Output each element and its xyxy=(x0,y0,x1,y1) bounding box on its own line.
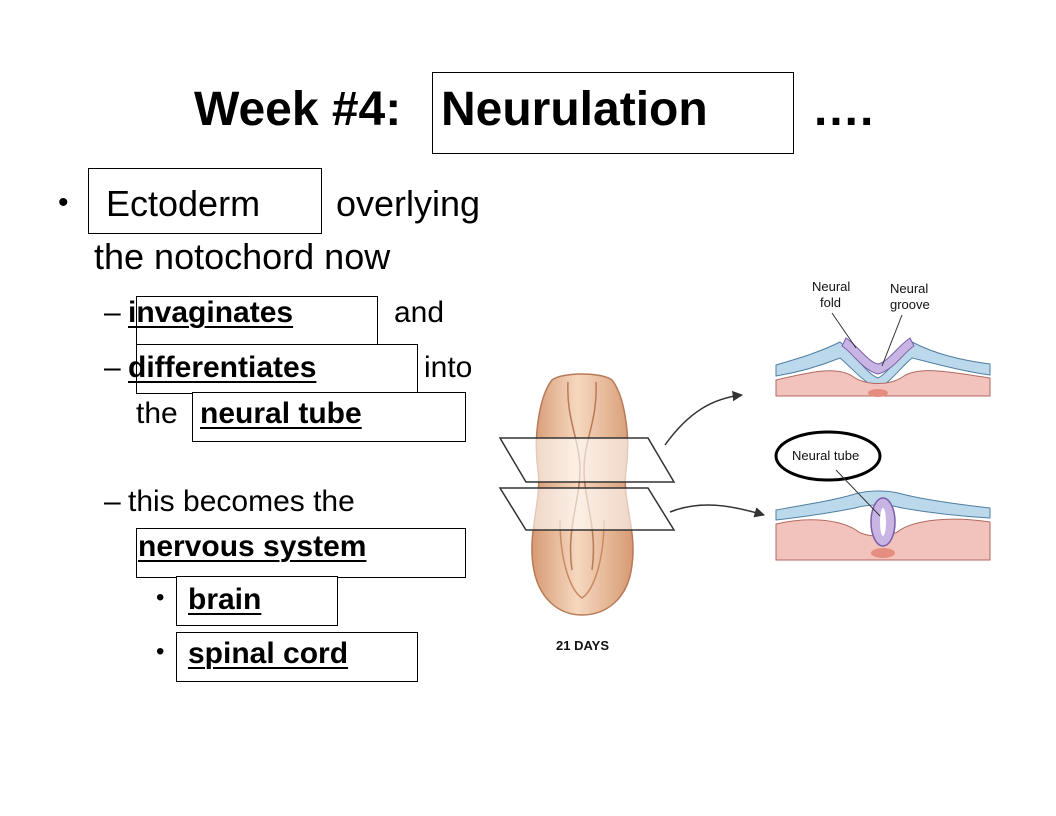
brain-box xyxy=(176,576,338,626)
sub1-rest: and xyxy=(394,296,445,329)
sub1-dash: – xyxy=(104,296,121,329)
arrow-upper xyxy=(664,390,744,446)
neural-groove-section xyxy=(775,337,991,398)
label-neural-groove-line1: Neural xyxy=(890,281,928,296)
differentiates-term: differentiates xyxy=(128,351,317,384)
invaginates-term: invaginates xyxy=(128,296,294,329)
ectoderm-box xyxy=(88,168,322,234)
arrow-lower xyxy=(669,504,766,518)
nervous-system-term: nervous system xyxy=(138,530,367,563)
sub2-rest: into xyxy=(424,351,473,384)
sub3-text: this becomes the xyxy=(128,485,355,518)
title-keyword-box xyxy=(432,72,794,154)
title-suffix: …. xyxy=(812,83,874,136)
differentiates-box xyxy=(136,344,418,394)
main-line2: the notochord now xyxy=(94,236,391,277)
ectoderm-term: Ectoderm xyxy=(106,183,261,224)
figure-labels: Neural fold Neural groove Neural tube 21… xyxy=(556,279,930,653)
sub3-dash: – xyxy=(104,485,121,518)
sub2-dash: – xyxy=(104,351,121,384)
brain-term: brain xyxy=(188,583,262,616)
section-planes xyxy=(498,437,676,531)
nervous-system-box xyxy=(136,528,466,578)
neural-tube-label-circle xyxy=(774,430,882,482)
sub2-line2-prefix: the xyxy=(136,397,178,430)
neural-tube-section xyxy=(775,488,991,566)
label-neural-fold-line2: fold xyxy=(820,295,841,310)
label-neural-tube: Neural tube xyxy=(792,448,859,463)
main-line1-rest: overlying xyxy=(336,183,481,224)
spinal-cord-marker: • xyxy=(156,638,165,665)
title-prefix: Week #4: xyxy=(194,83,402,136)
brain-marker: • xyxy=(156,584,165,611)
spinal-cord-term: spinal cord xyxy=(188,637,349,670)
neurulation-figure: Neural fold Neural groove Neural tube 21… xyxy=(498,279,991,653)
main-bullet-marker: • xyxy=(58,186,69,219)
figure-caption: 21 DAYS xyxy=(556,638,609,653)
label-neural-fold-line1: Neural xyxy=(812,279,850,294)
spinal-cord-box xyxy=(176,632,418,682)
label-neural-groove-line2: groove xyxy=(890,297,930,312)
title-keyword: Neurulation xyxy=(441,83,708,136)
neural-tube-box xyxy=(192,392,466,442)
neural-tube-term: neural tube xyxy=(200,397,362,430)
